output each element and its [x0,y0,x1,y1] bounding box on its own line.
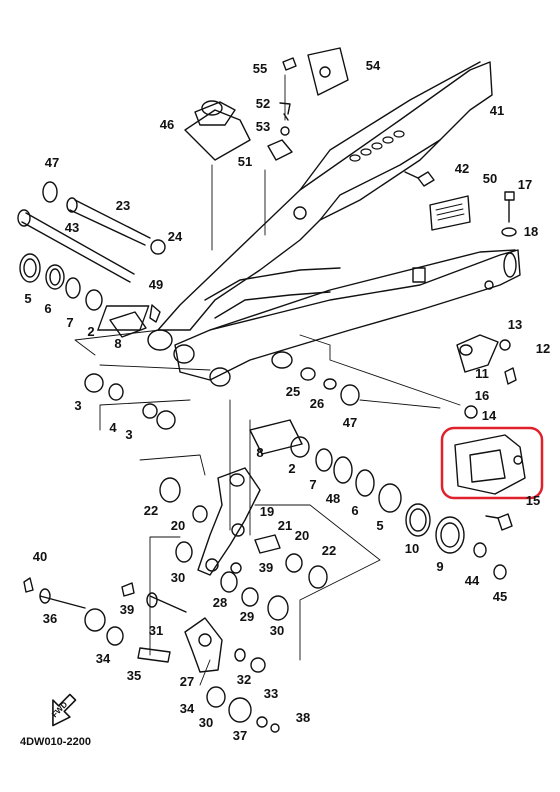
part-callout-7: 7 [309,477,316,492]
part-callout-51: 51 [238,154,252,169]
part-callout-55: 55 [253,61,267,76]
part-callout-34: 34 [96,651,111,666]
part-callout-39: 39 [259,560,273,575]
part-callout-30: 30 [270,623,284,638]
part-callout-12: 12 [536,341,550,356]
part-callout-27: 27 [180,674,194,689]
diagram-reference: 4DW010-2200 [20,736,91,748]
part-callout-52: 52 [256,96,270,111]
part-callout-8: 8 [256,445,263,460]
part-callout-3: 3 [74,398,81,413]
part-callout-50: 50 [483,171,497,186]
part-callout-9: 9 [436,559,443,574]
pivot-hardware [84,351,507,580]
part-callout-5: 5 [376,518,383,533]
linkage [23,467,328,733]
part-callout-20: 20 [295,528,309,543]
part-callout-53: 53 [256,119,270,134]
part-callout-17: 17 [518,177,532,192]
part-callout-44: 44 [465,573,480,588]
part-callout-36: 36 [43,611,57,626]
part-callout-47: 47 [45,155,59,170]
part-callout-39: 39 [120,602,134,617]
part-callout-40: 40 [33,549,47,564]
part-callout-42: 42 [455,161,469,176]
highlight-box [440,426,544,500]
part-callout-49: 49 [149,277,163,292]
part-callout-2: 2 [288,461,295,476]
part-callout-35: 35 [127,668,141,683]
part-callout-18: 18 [524,224,538,239]
part-callout-30: 30 [199,715,213,730]
part-callout-3: 3 [125,427,132,442]
part-callout-13: 13 [508,317,522,332]
part-callout-2: 2 [87,324,94,339]
part-callout-45: 45 [493,589,507,604]
part-callout-47: 47 [343,415,357,430]
part-callout-32: 32 [237,672,251,687]
part-callout-22: 22 [144,503,158,518]
part-callout-20: 20 [171,518,185,533]
part-callout-4: 4 [109,420,117,435]
part-callout-6: 6 [44,301,51,316]
part-callout-26: 26 [310,396,324,411]
part-callout-8: 8 [114,336,121,351]
part-callout-48: 48 [326,491,340,506]
part-callout-15: 15 [526,493,540,508]
part-callout-23: 23 [116,198,130,213]
part-callout-14: 14 [482,408,497,423]
part-callout-41: 41 [490,103,504,118]
left-hardware [17,181,166,338]
fwd-arrow-icon [52,693,77,727]
part-callout-30: 30 [171,570,185,585]
part-callout-7: 7 [66,315,73,330]
part-callout-28: 28 [213,595,227,610]
leader-lines [74,74,461,686]
rear-hardware [454,334,526,531]
part-callout-33: 33 [264,686,278,701]
part-callout-5: 5 [24,291,31,306]
part-callout-11: 11 [475,366,489,381]
part-callout-37: 37 [233,728,247,743]
part-callout-6: 6 [351,503,358,518]
upper-components [184,47,517,237]
part-callout-24: 24 [168,229,183,244]
part-callout-22: 22 [322,543,336,558]
part-callout-16: 16 [475,388,489,403]
part-callout-10: 10 [405,541,419,556]
part-callout-34: 34 [180,701,195,716]
part-callout-29: 29 [240,609,254,624]
part-callout-38: 38 [296,710,310,725]
part-callout-31: 31 [149,623,163,638]
part-callout-19: 19 [260,504,274,519]
part-callout-46: 46 [160,117,174,132]
part-callout-21: 21 [278,518,292,533]
swingarm [97,61,521,387]
part-callout-54: 54 [366,58,381,73]
part-callout-25: 25 [286,384,300,399]
part-callout-43: 43 [65,220,79,235]
